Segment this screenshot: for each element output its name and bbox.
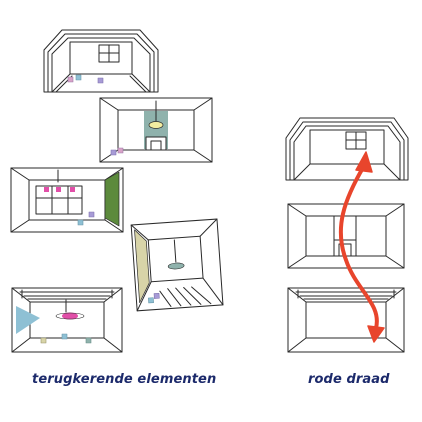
room-fireplace-teal-sketch bbox=[99, 97, 213, 163]
caption-recurring-elements: terugkerende elementen bbox=[32, 372, 217, 387]
room-beige-tilted-sketch bbox=[130, 218, 224, 312]
room-attic-sketch bbox=[43, 29, 159, 93]
room-beams-blue-sketch bbox=[11, 287, 123, 353]
caption-red-thread: rode draad bbox=[308, 372, 390, 387]
red-thread-arrow bbox=[338, 151, 385, 343]
room-attic-sketch-right bbox=[285, 117, 409, 181]
room-windows-green-sketch bbox=[10, 167, 124, 233]
room-beams-sketch-right bbox=[287, 287, 405, 353]
